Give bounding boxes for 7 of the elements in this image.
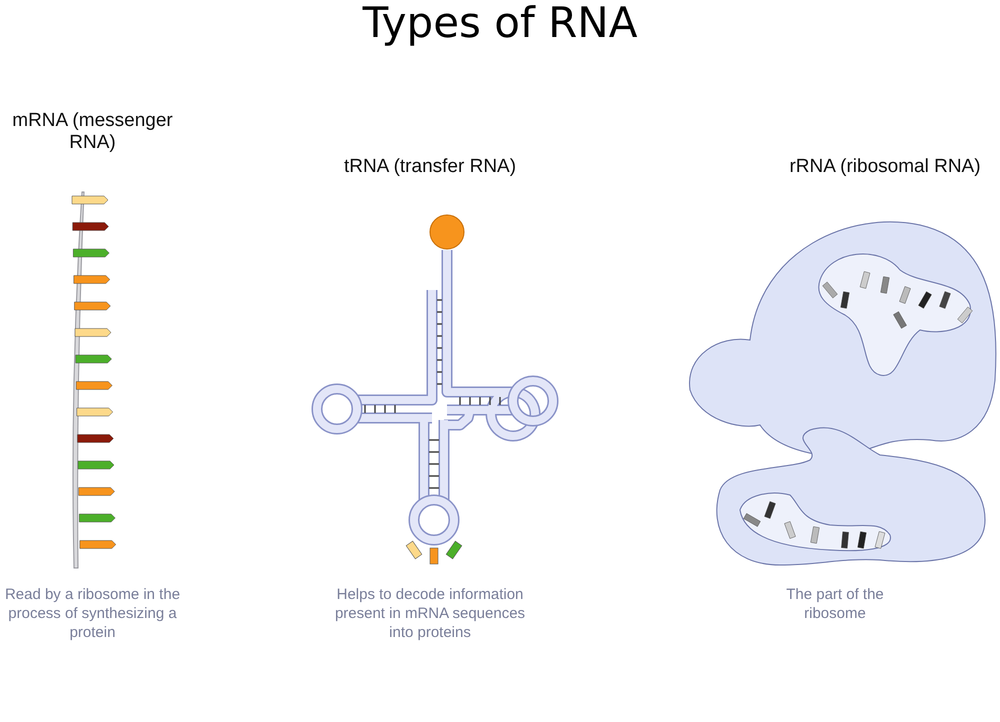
- description-text: Helps to decode information present in mRNA sequences into proteins: [334, 585, 526, 642]
- title: Types of RNA: [362, 0, 638, 47]
- rna-type-heading: mRNA (messenger RNA): [11, 110, 174, 154]
- description-text: Read by a ribosome in the process of synthesizing a protein: [4, 585, 182, 642]
- rna-type-heading: tRNA (transfer RNA): [342, 156, 518, 178]
- description-text: The part of the ribosome: [785, 585, 885, 623]
- rna-type-heading: rRNA (ribosomal RNA): [788, 156, 982, 178]
